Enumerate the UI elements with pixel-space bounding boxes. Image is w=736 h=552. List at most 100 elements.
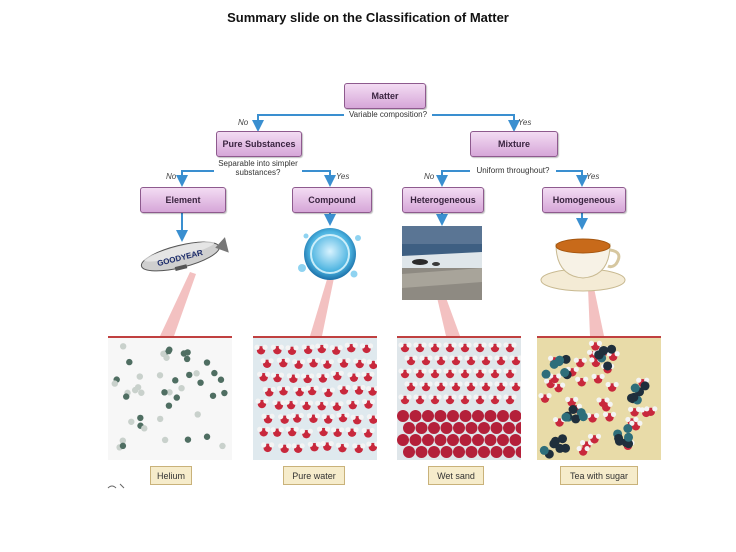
water-molecule [511, 342, 517, 348]
helium-atom [138, 389, 145, 396]
water-molecule [449, 355, 455, 361]
water-molecule [292, 399, 298, 405]
water-molecule [466, 342, 472, 348]
helium-atom [136, 373, 143, 380]
helium-atom [163, 354, 170, 361]
sand-particle [428, 422, 440, 434]
question-variable-composition: Variable composition? [344, 110, 432, 119]
water-molecule [352, 384, 358, 391]
water-molecule [366, 385, 372, 392]
water-molecule [254, 344, 260, 350]
water-molecule [588, 340, 595, 346]
water-molecule [457, 355, 463, 361]
water-molecule [338, 370, 344, 376]
water-molecule [398, 394, 404, 400]
water-molecule [488, 394, 494, 400]
water-molecule [257, 426, 263, 432]
sugar-molecule-atom [627, 393, 637, 403]
water-molecule [546, 393, 552, 399]
helium-atom [156, 372, 164, 379]
water-molecule [294, 373, 300, 379]
water-molecule [263, 398, 269, 404]
water-molecule [321, 413, 327, 420]
water-molecule [602, 411, 609, 417]
water-molecule [286, 373, 292, 379]
helium-atom [161, 389, 168, 396]
helium-atom [217, 376, 225, 383]
water-molecule [605, 381, 611, 388]
water-molecule [502, 381, 508, 387]
helium-atom [126, 358, 133, 366]
water-molecule [261, 442, 267, 448]
water-molecule [494, 355, 500, 361]
sand-particle [422, 410, 434, 422]
water-molecule [353, 358, 359, 364]
sand-particle [403, 422, 415, 434]
caption-pure-water: Pure water [283, 466, 345, 485]
water-molecule [586, 349, 593, 355]
sand-particle [503, 446, 515, 458]
sugar-molecule-atom [571, 414, 581, 424]
water-molecule [614, 351, 620, 357]
wet-sand-photo [402, 226, 482, 300]
water-molecule [284, 399, 290, 405]
water-molecule [344, 412, 350, 418]
water-molecule [284, 357, 290, 363]
sand-particle [434, 410, 447, 422]
water-molecule [301, 344, 307, 350]
sand-particle [397, 410, 409, 422]
water-molecule [573, 357, 579, 363]
water-molecule [337, 345, 343, 351]
tea-cup-image [540, 238, 626, 292]
water-molecule [517, 381, 521, 387]
water-molecule [421, 368, 427, 374]
water-molecule [321, 387, 328, 393]
water-molecule [584, 445, 590, 452]
water-molecule [315, 441, 322, 447]
water-molecule [369, 427, 375, 434]
water-molecule [316, 372, 322, 379]
water-molecule [436, 394, 442, 400]
sand-particle [478, 446, 490, 458]
water-molecule [276, 357, 282, 363]
water-molecule [488, 368, 494, 374]
blimp-image: GOODYEAR [140, 237, 229, 272]
water-molecule [488, 342, 494, 348]
water-molecule [473, 368, 479, 374]
water-molecule [421, 342, 427, 348]
water-molecule [366, 414, 372, 420]
sand-particle [497, 410, 509, 422]
arrow-pure-element [176, 170, 216, 187]
sugar-molecule-atom [630, 383, 640, 393]
water-molecule [466, 368, 472, 374]
helium-atom [219, 442, 226, 450]
helium-atom [172, 377, 179, 384]
caption-tea-with-sugar: Tea with sugar [560, 466, 638, 485]
slide-title: Summary slide on the Classification of M… [227, 10, 509, 25]
water-molecule [587, 433, 594, 439]
water-molecule [442, 355, 448, 361]
water-molecule [270, 427, 276, 433]
water-molecule [299, 400, 306, 406]
sand-particle [465, 446, 478, 458]
water-molecule [324, 426, 331, 432]
water-molecule [285, 345, 291, 351]
water-molecule [265, 426, 271, 432]
sugar-molecule-atom [558, 434, 568, 444]
water-molecule [307, 428, 313, 434]
helium-atom [203, 433, 211, 440]
helium-atom [221, 389, 228, 397]
water-molecule [428, 368, 434, 374]
helium-atom [123, 393, 130, 400]
sugar-molecule-atom [598, 346, 608, 356]
water-molecule [458, 394, 464, 400]
water-molecule [413, 394, 419, 400]
water-molecule [269, 413, 275, 419]
water-molecule [502, 355, 508, 361]
water-molecule [309, 373, 315, 379]
sugar-molecule-atom [614, 433, 624, 443]
water-molecule [366, 441, 372, 447]
water-molecule [286, 443, 292, 449]
node-pure-substances: Pure Substances [216, 131, 302, 157]
